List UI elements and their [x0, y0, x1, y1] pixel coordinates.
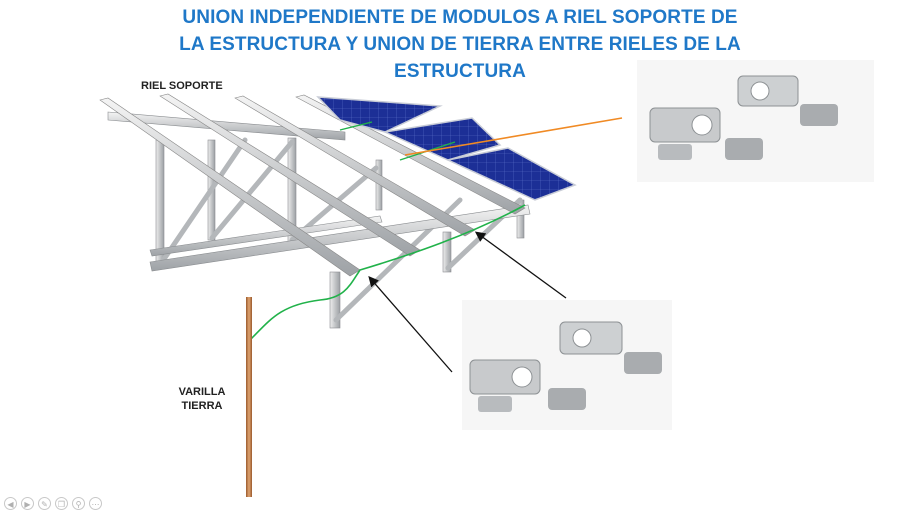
zoom-icon[interactable]: ⚲: [72, 497, 85, 510]
clamp-callout-line: [404, 117, 623, 156]
solar-panels: [316, 96, 577, 201]
copy-icon[interactable]: ❐: [55, 497, 68, 510]
more-icon[interactable]: ⋯: [89, 497, 102, 510]
module-clamps-photo: [637, 60, 874, 182]
label-varilla-line-2: TIERRA: [181, 400, 223, 412]
title-line-3: ESTRUCTURA: [394, 61, 526, 82]
slideshow-controls: ◀ ▶ ✎ ❐ ⚲ ⋯: [4, 497, 102, 510]
label-varilla-tierra: VARILLA TIERRA: [170, 385, 234, 413]
slide-title: UNION INDEPENDIENTE DE MODULOS A RIEL SO…: [150, 4, 770, 85]
pen-icon[interactable]: ✎: [38, 497, 51, 510]
support-rails: [107, 111, 531, 272]
next-icon[interactable]: ▶: [21, 497, 34, 510]
label-riel-soporte: RIEL SOPORTE: [141, 80, 223, 92]
ground-clamps-photo: [462, 300, 672, 430]
arrow-to-rail-2: [368, 276, 453, 373]
ground-wire: [249, 204, 526, 341]
prev-icon[interactable]: ◀: [4, 497, 17, 510]
ground-rod: [246, 297, 252, 497]
arrow-to-rail-1: [474, 231, 567, 299]
title-line-2: LA ESTRUCTURA Y UNION DE TIERRA ENTRE RI…: [179, 34, 741, 55]
label-varilla-line-1: VARILLA: [178, 386, 226, 398]
title-line-1: UNION INDEPENDIENTE DE MODULOS A RIEL SO…: [182, 7, 738, 28]
solar-panel-3: [445, 147, 577, 201]
